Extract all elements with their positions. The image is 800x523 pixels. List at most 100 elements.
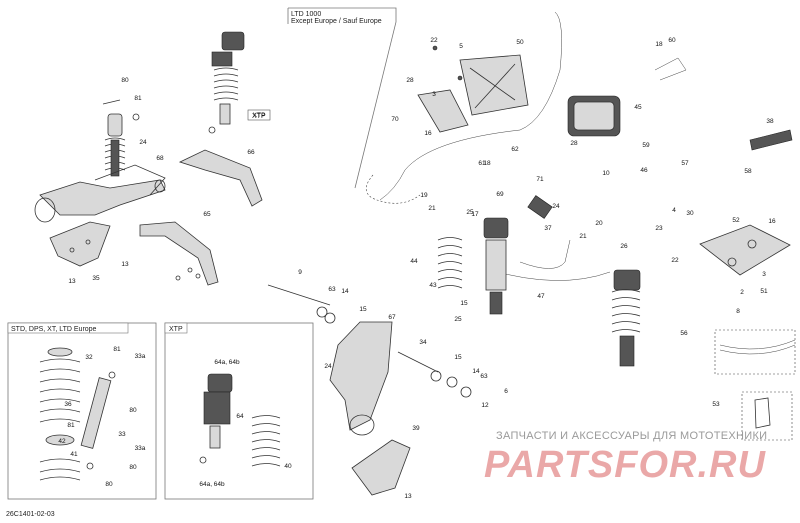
callout-17: 17 bbox=[471, 211, 479, 218]
callout-14: 14 bbox=[472, 368, 480, 375]
callout-24: 24 bbox=[552, 203, 560, 210]
callout-80: 80 bbox=[129, 464, 137, 471]
callout-33a: 33a bbox=[135, 353, 146, 360]
callout-12: 12 bbox=[481, 402, 489, 409]
callout-2: 2 bbox=[740, 289, 744, 296]
callout-57: 57 bbox=[681, 160, 689, 167]
callout-5: 5 bbox=[459, 43, 463, 50]
callout-13: 13 bbox=[121, 261, 129, 268]
callout-43: 43 bbox=[429, 282, 437, 289]
callout-65: 65 bbox=[203, 211, 211, 218]
callout-64a-64b: 64a, 64b bbox=[199, 481, 225, 488]
front-swing-arm bbox=[34, 164, 166, 223]
callout-32: 32 bbox=[85, 354, 93, 361]
callout-50: 50 bbox=[516, 39, 524, 46]
callout-51: 51 bbox=[760, 288, 768, 295]
callout-53: 53 bbox=[712, 401, 720, 408]
callout-labels: 808124681335136566XTP2255028370166261601… bbox=[58, 37, 776, 500]
callout-22: 22 bbox=[671, 257, 679, 264]
compressor-unit bbox=[567, 57, 687, 137]
callout-45: 45 bbox=[634, 104, 642, 111]
pivot-arm-67 bbox=[329, 321, 472, 436]
callout-21: 21 bbox=[579, 233, 587, 240]
callout-15: 15 bbox=[359, 306, 367, 313]
callout-67: 67 bbox=[388, 314, 396, 321]
callout-xtp: XTP bbox=[253, 112, 266, 119]
callout-36: 36 bbox=[64, 401, 72, 408]
rear-spring bbox=[437, 237, 463, 289]
callout-52: 52 bbox=[732, 217, 740, 224]
callout-3: 3 bbox=[432, 91, 436, 98]
callout-80: 80 bbox=[121, 77, 129, 84]
callout-40: 40 bbox=[284, 463, 292, 470]
callout-63: 63 bbox=[480, 373, 488, 380]
mount-plate-51 bbox=[699, 224, 791, 276]
callout-30: 30 bbox=[686, 210, 694, 217]
callout-20: 20 bbox=[595, 220, 603, 227]
callout-34: 34 bbox=[419, 339, 427, 346]
callout-56: 56 bbox=[680, 330, 688, 337]
callout-42: 42 bbox=[58, 438, 66, 445]
callout-24: 24 bbox=[139, 139, 147, 146]
callout-14: 14 bbox=[341, 288, 349, 295]
callout-39: 39 bbox=[412, 425, 420, 432]
xtp-bottom-panel: XTP bbox=[164, 322, 314, 500]
std-shock bbox=[80, 371, 116, 470]
xtp-top-label: XTP bbox=[252, 113, 266, 120]
callout-33: 33 bbox=[118, 431, 126, 438]
callout-16: 16 bbox=[768, 218, 776, 225]
callout-21: 21 bbox=[428, 205, 436, 212]
callout-71: 71 bbox=[536, 176, 544, 183]
rear-linkage-arm bbox=[139, 149, 263, 286]
callout-25: 25 bbox=[466, 209, 474, 216]
std-panel-title: STD, DPS, XT, LTD Europe bbox=[11, 326, 97, 333]
ltd-panel-subtitle: Except Europe / Sauf Europe bbox=[291, 18, 382, 25]
pivot-shaft bbox=[267, 284, 336, 324]
diagram-code: 26C1401-02-03 bbox=[6, 511, 55, 518]
callout-37: 37 bbox=[544, 225, 552, 232]
callout-9: 9 bbox=[298, 269, 302, 276]
callout-64: 64 bbox=[236, 413, 244, 420]
callout-13: 13 bbox=[68, 278, 76, 285]
callout-58: 58 bbox=[744, 168, 752, 175]
callout-33a: 33a bbox=[135, 445, 146, 452]
bracket-53 bbox=[741, 391, 793, 441]
rear-shock-23 bbox=[611, 269, 641, 367]
callout-81: 81 bbox=[113, 346, 121, 353]
callout-44: 44 bbox=[410, 258, 418, 265]
callout-8: 8 bbox=[736, 308, 740, 315]
callout-61: 61 bbox=[478, 160, 486, 167]
callout-15: 15 bbox=[460, 300, 468, 307]
front-shock-assembly bbox=[102, 99, 140, 177]
watermark-tagline: ЗАПЧАСТИ И АКСЕССУАРЫ ДЛЯ МОТОТЕХНИКИ bbox=[496, 430, 768, 442]
callout-46: 46 bbox=[640, 167, 648, 174]
callout-81: 81 bbox=[134, 95, 142, 102]
ltd-panel: LTD 1000 Except Europe / Sauf Europe bbox=[287, 7, 397, 189]
callout-70: 70 bbox=[391, 116, 399, 123]
xtp-top-label-box: XTP bbox=[247, 109, 271, 121]
front-skid-plate bbox=[49, 221, 111, 267]
callout-10: 10 bbox=[602, 170, 610, 177]
callout-35: 35 bbox=[92, 275, 100, 282]
callout-19: 19 bbox=[420, 192, 428, 199]
xtp-bottom-shock bbox=[199, 373, 233, 464]
callout-24: 24 bbox=[324, 363, 332, 370]
callout-68: 68 bbox=[156, 155, 164, 162]
callout-18: 18 bbox=[483, 160, 491, 167]
callout-16: 16 bbox=[424, 130, 432, 137]
callout-59: 59 bbox=[642, 142, 650, 149]
xtp-top-shock bbox=[208, 31, 245, 134]
callout-15: 15 bbox=[454, 354, 462, 361]
tube-56 bbox=[714, 329, 796, 375]
rear-shock-43 bbox=[483, 195, 553, 315]
spring-38 bbox=[749, 129, 793, 151]
callout-63: 63 bbox=[328, 286, 336, 293]
callout-80: 80 bbox=[105, 481, 113, 488]
callout-26: 26 bbox=[620, 243, 628, 250]
callout-13: 13 bbox=[404, 493, 412, 500]
callout-60: 60 bbox=[668, 37, 676, 44]
xtp-bottom-panel-title: XTP bbox=[169, 326, 183, 333]
callout-66: 66 bbox=[247, 149, 255, 156]
callout-80: 80 bbox=[129, 407, 137, 414]
